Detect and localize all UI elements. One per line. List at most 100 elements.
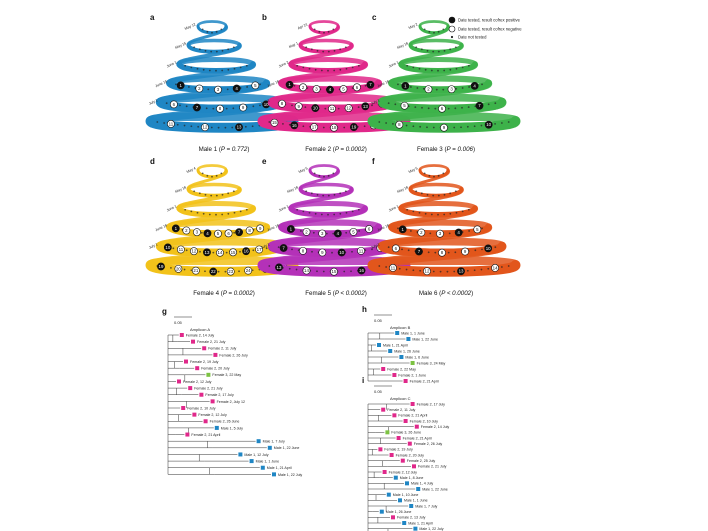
untested-date-dot <box>202 212 205 215</box>
legend-negative-icon <box>448 25 456 33</box>
test-date-number: 13 <box>277 265 282 270</box>
test-date-node <box>193 228 201 237</box>
test-date-number: 9 <box>259 226 262 231</box>
caption-open: ( <box>217 146 222 153</box>
untested-date-dot <box>220 172 223 175</box>
untested-date-dot <box>447 251 450 254</box>
untested-date-dot <box>183 268 186 271</box>
test-date-node <box>193 103 201 112</box>
untested-date-dot <box>202 68 205 71</box>
test-date-number: 23 <box>228 269 233 274</box>
month-label: June 16 <box>377 79 390 88</box>
taxon-label: Female 3, 22 May <box>212 373 241 377</box>
test-date-node <box>328 104 336 113</box>
untested-date-dot <box>449 192 452 195</box>
untested-date-dot <box>449 212 452 215</box>
taxon-label: Male 1, 22 June <box>274 446 300 450</box>
untested-date-dot <box>454 190 457 193</box>
untested-date-dot <box>442 88 445 91</box>
taxon-label: Male 1, 22 June <box>412 337 438 341</box>
test-date-node <box>365 225 374 233</box>
caption-subject: Female 2 <box>305 146 331 153</box>
taxon-label: Male 1, 21 April <box>267 466 292 470</box>
test-date-number: 1 <box>290 227 293 232</box>
taxon-color-marker <box>413 526 418 531</box>
spiral-turn-back <box>378 93 506 106</box>
test-date-number: 12 <box>203 125 208 130</box>
taxon-color-marker <box>395 331 400 335</box>
test-date-number: 10 <box>339 250 344 255</box>
panel-caption: Male 1 (P = 0.772) <box>199 146 250 153</box>
spiral-turn-back <box>166 75 270 87</box>
untested-date-dot <box>426 126 428 129</box>
untested-date-dot <box>432 194 435 197</box>
taxon-label: Female 3, 24 May <box>417 361 446 365</box>
test-date-node <box>270 118 279 127</box>
test-date-node <box>299 83 307 92</box>
untested-date-dot <box>487 267 490 270</box>
legend-positive-label: Date tested, result cofrex positive <box>458 18 521 23</box>
test-date-node <box>209 267 218 276</box>
taxon-label: Female 2, 21 April <box>403 436 432 440</box>
untested-date-dot <box>217 270 220 273</box>
test-date-number: 4 <box>329 87 332 92</box>
untested-date-dot <box>206 174 209 177</box>
untested-date-dot <box>185 105 188 108</box>
untested-date-dot <box>200 231 203 234</box>
test-date-node <box>461 247 469 256</box>
untested-date-dot <box>232 190 235 193</box>
untested-date-dot <box>437 174 440 177</box>
untested-date-dot <box>430 69 433 72</box>
test-date-number: 3 <box>217 87 220 92</box>
test-date-number: 15 <box>272 120 277 125</box>
untested-date-dot <box>210 194 213 197</box>
month-label: May 5 <box>408 166 419 174</box>
untested-date-dot <box>277 246 280 249</box>
test-date-node <box>357 266 366 275</box>
month-label: June 16 <box>267 79 280 88</box>
test-date-node <box>299 246 307 255</box>
test-date-number: 6 <box>395 246 398 251</box>
legend-not-tested-label: Date not tested <box>458 35 487 40</box>
untested-date-dot <box>316 270 318 273</box>
untested-date-dot <box>343 270 346 273</box>
test-date-node <box>216 248 224 257</box>
month-label: June 16 <box>377 223 390 232</box>
month-label: May 5 <box>298 166 309 174</box>
caption-open: ( <box>331 146 336 153</box>
untested-date-dot <box>245 64 248 67</box>
test-date-number: 14 <box>493 265 498 270</box>
taxon-color-marker <box>400 458 405 463</box>
test-date-node <box>226 267 235 276</box>
spiral-turn-back <box>166 219 270 231</box>
taxon-label: Female 2, 13 July <box>397 516 426 520</box>
taxon-color-marker <box>379 509 384 514</box>
untested-date-dot <box>407 249 410 252</box>
caption-p-value: P = 0.0002 <box>223 290 253 297</box>
taxon-color-marker <box>388 349 393 353</box>
taxon-label: Female 2, 14 July <box>186 333 215 337</box>
test-date-node <box>454 228 463 237</box>
untested-date-dot <box>432 270 435 273</box>
untested-date-dot <box>442 28 445 31</box>
caption-p-value: P < 0.0002 <box>441 290 471 297</box>
untested-date-dot <box>439 270 442 273</box>
taxon-color-marker <box>267 445 272 450</box>
test-date-node <box>176 81 185 90</box>
taxon-label: Male 1, 26 June <box>386 510 412 514</box>
taxon-color-marker <box>181 406 186 410</box>
untested-date-dot <box>430 213 433 216</box>
untested-date-dot <box>437 50 440 53</box>
test-date-number: 4 <box>473 83 476 88</box>
test-date-node <box>361 102 370 111</box>
taxon-color-marker <box>382 470 387 474</box>
taxon-color-marker <box>392 373 397 377</box>
test-date-node <box>294 102 303 111</box>
untested-date-dot <box>357 208 360 211</box>
taxon-label: Female 2, 12 July <box>198 413 227 417</box>
untested-date-dot <box>443 69 446 72</box>
test-date-node <box>245 226 254 235</box>
untested-date-dot <box>412 66 415 69</box>
untested-date-dot <box>387 246 390 249</box>
